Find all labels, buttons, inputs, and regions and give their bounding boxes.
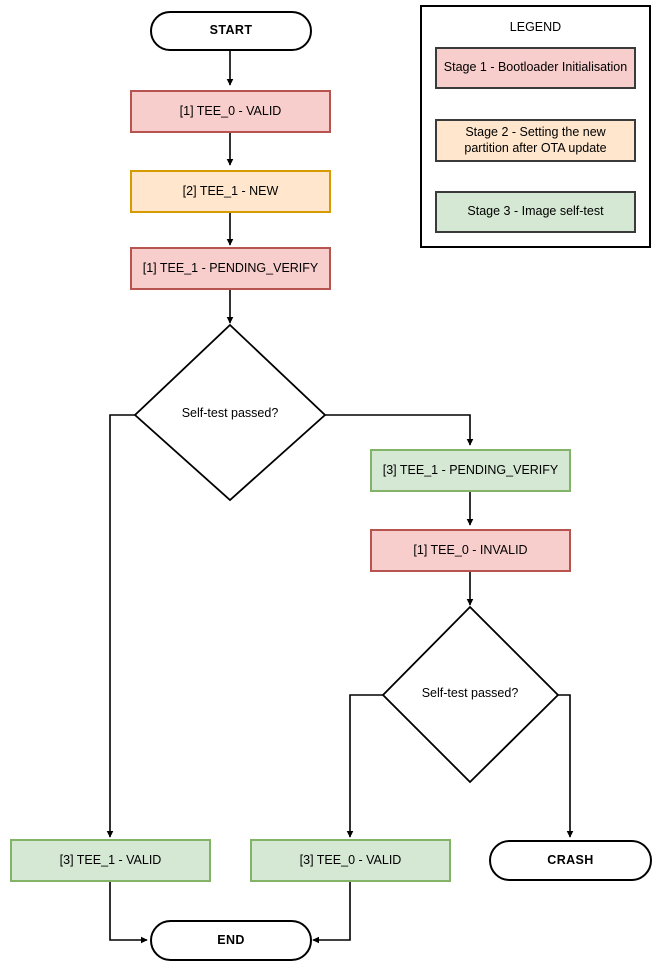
node-tee0-valid-3-label: [3] TEE_0 - VALID [299,852,402,867]
node-tee0-invalid[interactable]: [1] TEE_0 - INVALID [370,529,571,572]
node-tee1-pending-verify-1[interactable]: [1] TEE_1 - PENDING_VERIFY [130,247,331,290]
node-crash-label: CRASH [547,852,594,867]
node-tee1-pending-verify-1-label: [1] TEE_1 - PENDING_VERIFY [142,260,319,275]
edge-tee1valid-to-end [109,882,148,944]
node-crash[interactable]: CRASH [489,840,652,881]
legend-title: LEGEND [509,20,562,34]
legend-item-stage-1: Stage 1 - Bootloader Initialisation [435,47,636,89]
legend-item-stage-2: Stage 2 - Setting the new partition afte… [435,119,636,162]
legend-item-stage-2-label: Stage 2 - Setting the new partition afte… [464,124,607,155]
legend-item-stage-1-label: Stage 1 - Bootloader Initialisation [443,60,628,75]
node-tee1-valid[interactable]: [3] TEE_1 - VALID [10,839,211,882]
node-tee0-valid[interactable]: [1] TEE_0 - VALID [130,90,331,133]
node-tee1-valid-label: [3] TEE_1 - VALID [59,852,162,867]
legend-item-stage-3: Stage 3 - Image self-test [435,191,636,233]
edge-decision2-left-to-tee0valid3 [346,694,383,838]
legend-item-stage-3-label: Stage 3 - Image self-test [467,204,604,219]
node-end-label: END [217,932,245,947]
decision-2-label: Self-test passed? [421,686,519,700]
node-tee0-valid-label: [1] TEE_0 - VALID [179,103,282,118]
node-tee1-new[interactable]: [2] TEE_1 - NEW [130,170,331,213]
node-start[interactable]: START [150,11,312,51]
node-end[interactable]: END [150,920,312,961]
node-tee1-pending-verify-3-label: [3] TEE_1 - PENDING_VERIFY [382,462,559,477]
edge-decision2-right-to-crash [558,694,574,838]
node-tee0-invalid-label: [1] TEE_0 - INVALID [413,542,528,557]
edge-tee0valid3-to-end [312,882,351,944]
edge-decision1-left-to-tee1valid [106,414,135,838]
node-start-label: START [209,23,253,38]
node-tee1-new-label: [2] TEE_1 - NEW [182,183,279,198]
node-tee1-pending-verify-3[interactable]: [3] TEE_1 - PENDING_VERIFY [370,449,571,492]
decision-1-label: Self-test passed? [181,406,279,420]
edge-decision1-right-to-pending3 [325,414,474,446]
node-tee0-valid-3[interactable]: [3] TEE_0 - VALID [250,839,451,882]
